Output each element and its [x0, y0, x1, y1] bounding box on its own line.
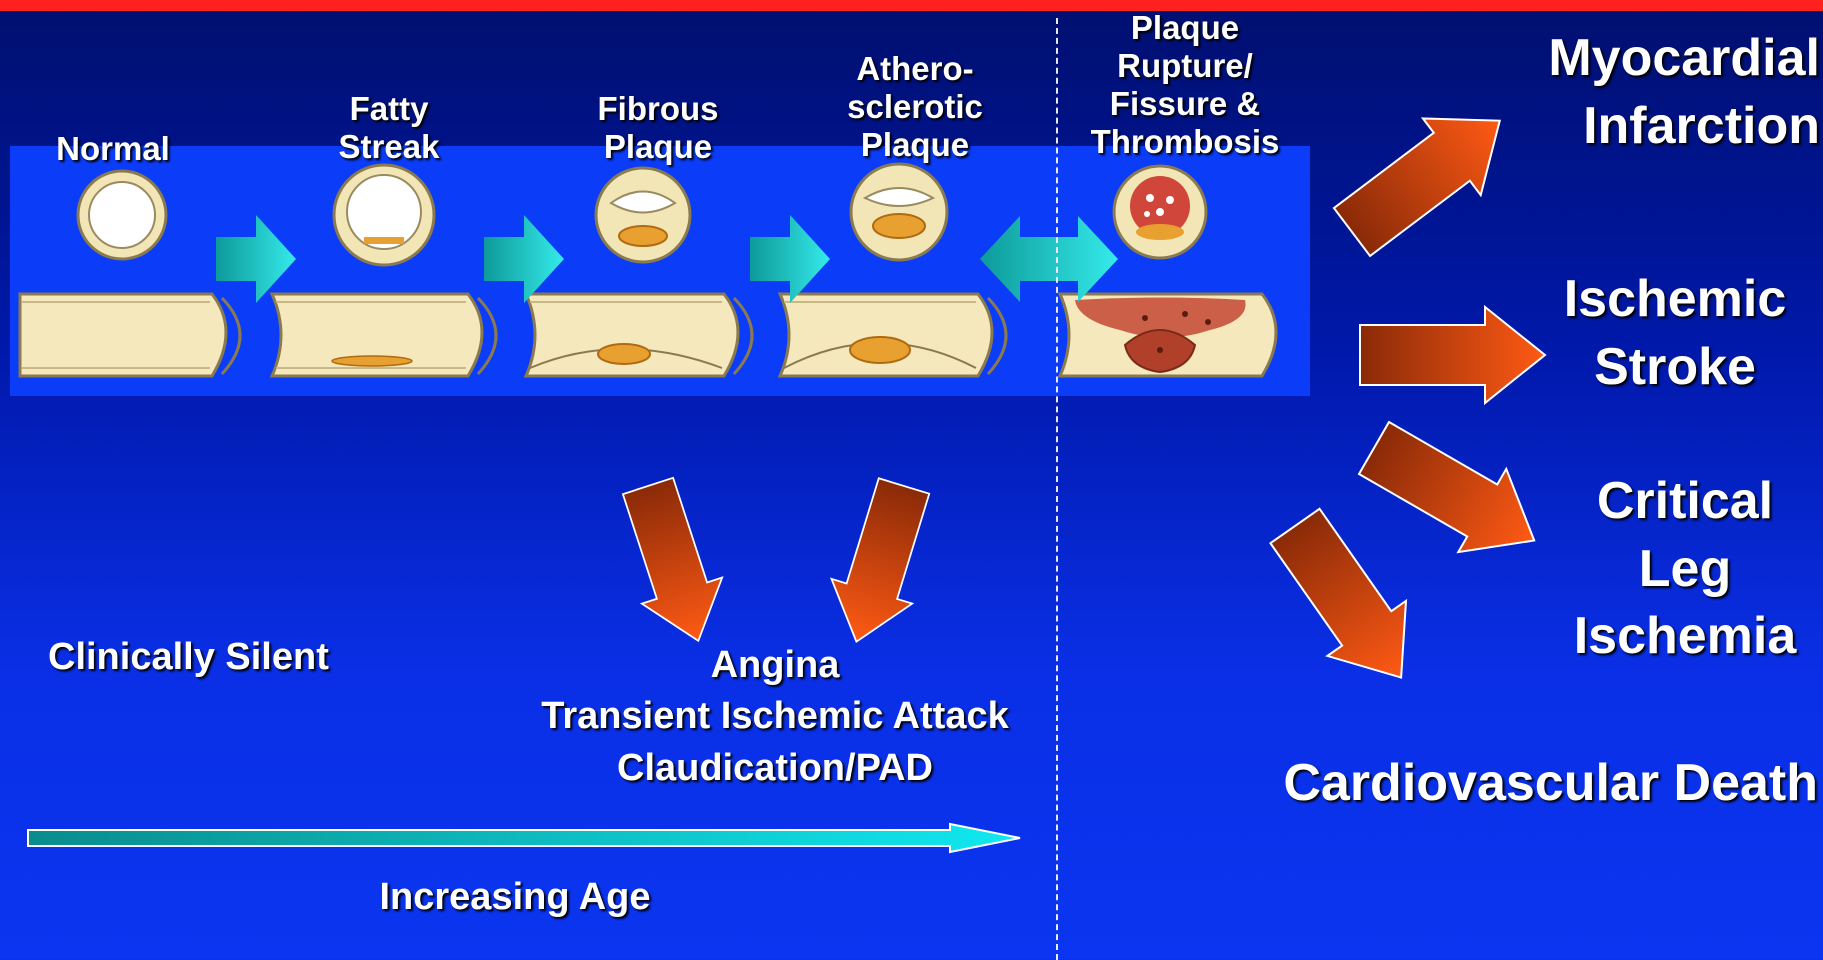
vessel-fatty-streak	[272, 294, 496, 376]
vessel-atherosclerotic-plaque	[780, 294, 1006, 376]
down-arrow-left	[608, 473, 739, 654]
outcome-cardiovascular-death: Cardiovascular Death	[1218, 750, 1818, 818]
stage-label-fibrous-plaque: Fibrous Plaque	[568, 90, 748, 166]
increasing-age-arrow	[28, 824, 1020, 852]
symptomatic-conditions-label: Angina Transient Ischemic Attack Claudic…	[500, 640, 1050, 794]
progression-arrow-2	[484, 215, 564, 303]
cross-section-plaque-rupture	[1114, 166, 1206, 258]
cross-section-normal	[78, 171, 166, 259]
cross-section-atherosclerotic-plaque	[851, 164, 947, 260]
vessel-fibrous-plaque	[526, 294, 752, 376]
vessel-normal	[20, 294, 240, 376]
outcome-myocardial-infarction: Myocardial Infarction	[1490, 25, 1820, 160]
progression-arrow-1	[216, 215, 296, 303]
arrow-to-ischemic-stroke	[1360, 307, 1545, 403]
progression-arrow-3	[750, 215, 830, 303]
arrow-to-cardiovascular-death	[1256, 498, 1441, 705]
divider-dashed-line	[1056, 18, 1058, 960]
increasing-age-label: Increasing Age	[300, 872, 730, 923]
stage-label-normal: Normal	[38, 130, 188, 168]
outcome-ischemic-stroke: Ischemic Stroke	[1530, 266, 1820, 401]
down-arrow-right	[816, 474, 944, 654]
cross-section-fatty-streak	[334, 165, 434, 265]
bidirectional-arrow	[980, 216, 1118, 302]
arrow-to-critical-leg-ischemia	[1350, 406, 1558, 582]
stage-label-atherosclerotic-plaque: Athero- sclerotic Plaque	[815, 50, 1015, 164]
outcome-critical-leg-ischemia: Critical Leg Ischemia	[1540, 468, 1823, 671]
clinically-silent-label: Clinically Silent	[48, 632, 329, 683]
cross-section-fibrous-plaque	[596, 168, 690, 262]
stage-label-fatty-streak: Fatty Streak	[314, 90, 464, 166]
stage-label-plaque-rupture: Plaque Rupture/ Fissure & Thrombosis	[1060, 9, 1310, 161]
vessel-plaque-rupture	[1060, 294, 1276, 376]
